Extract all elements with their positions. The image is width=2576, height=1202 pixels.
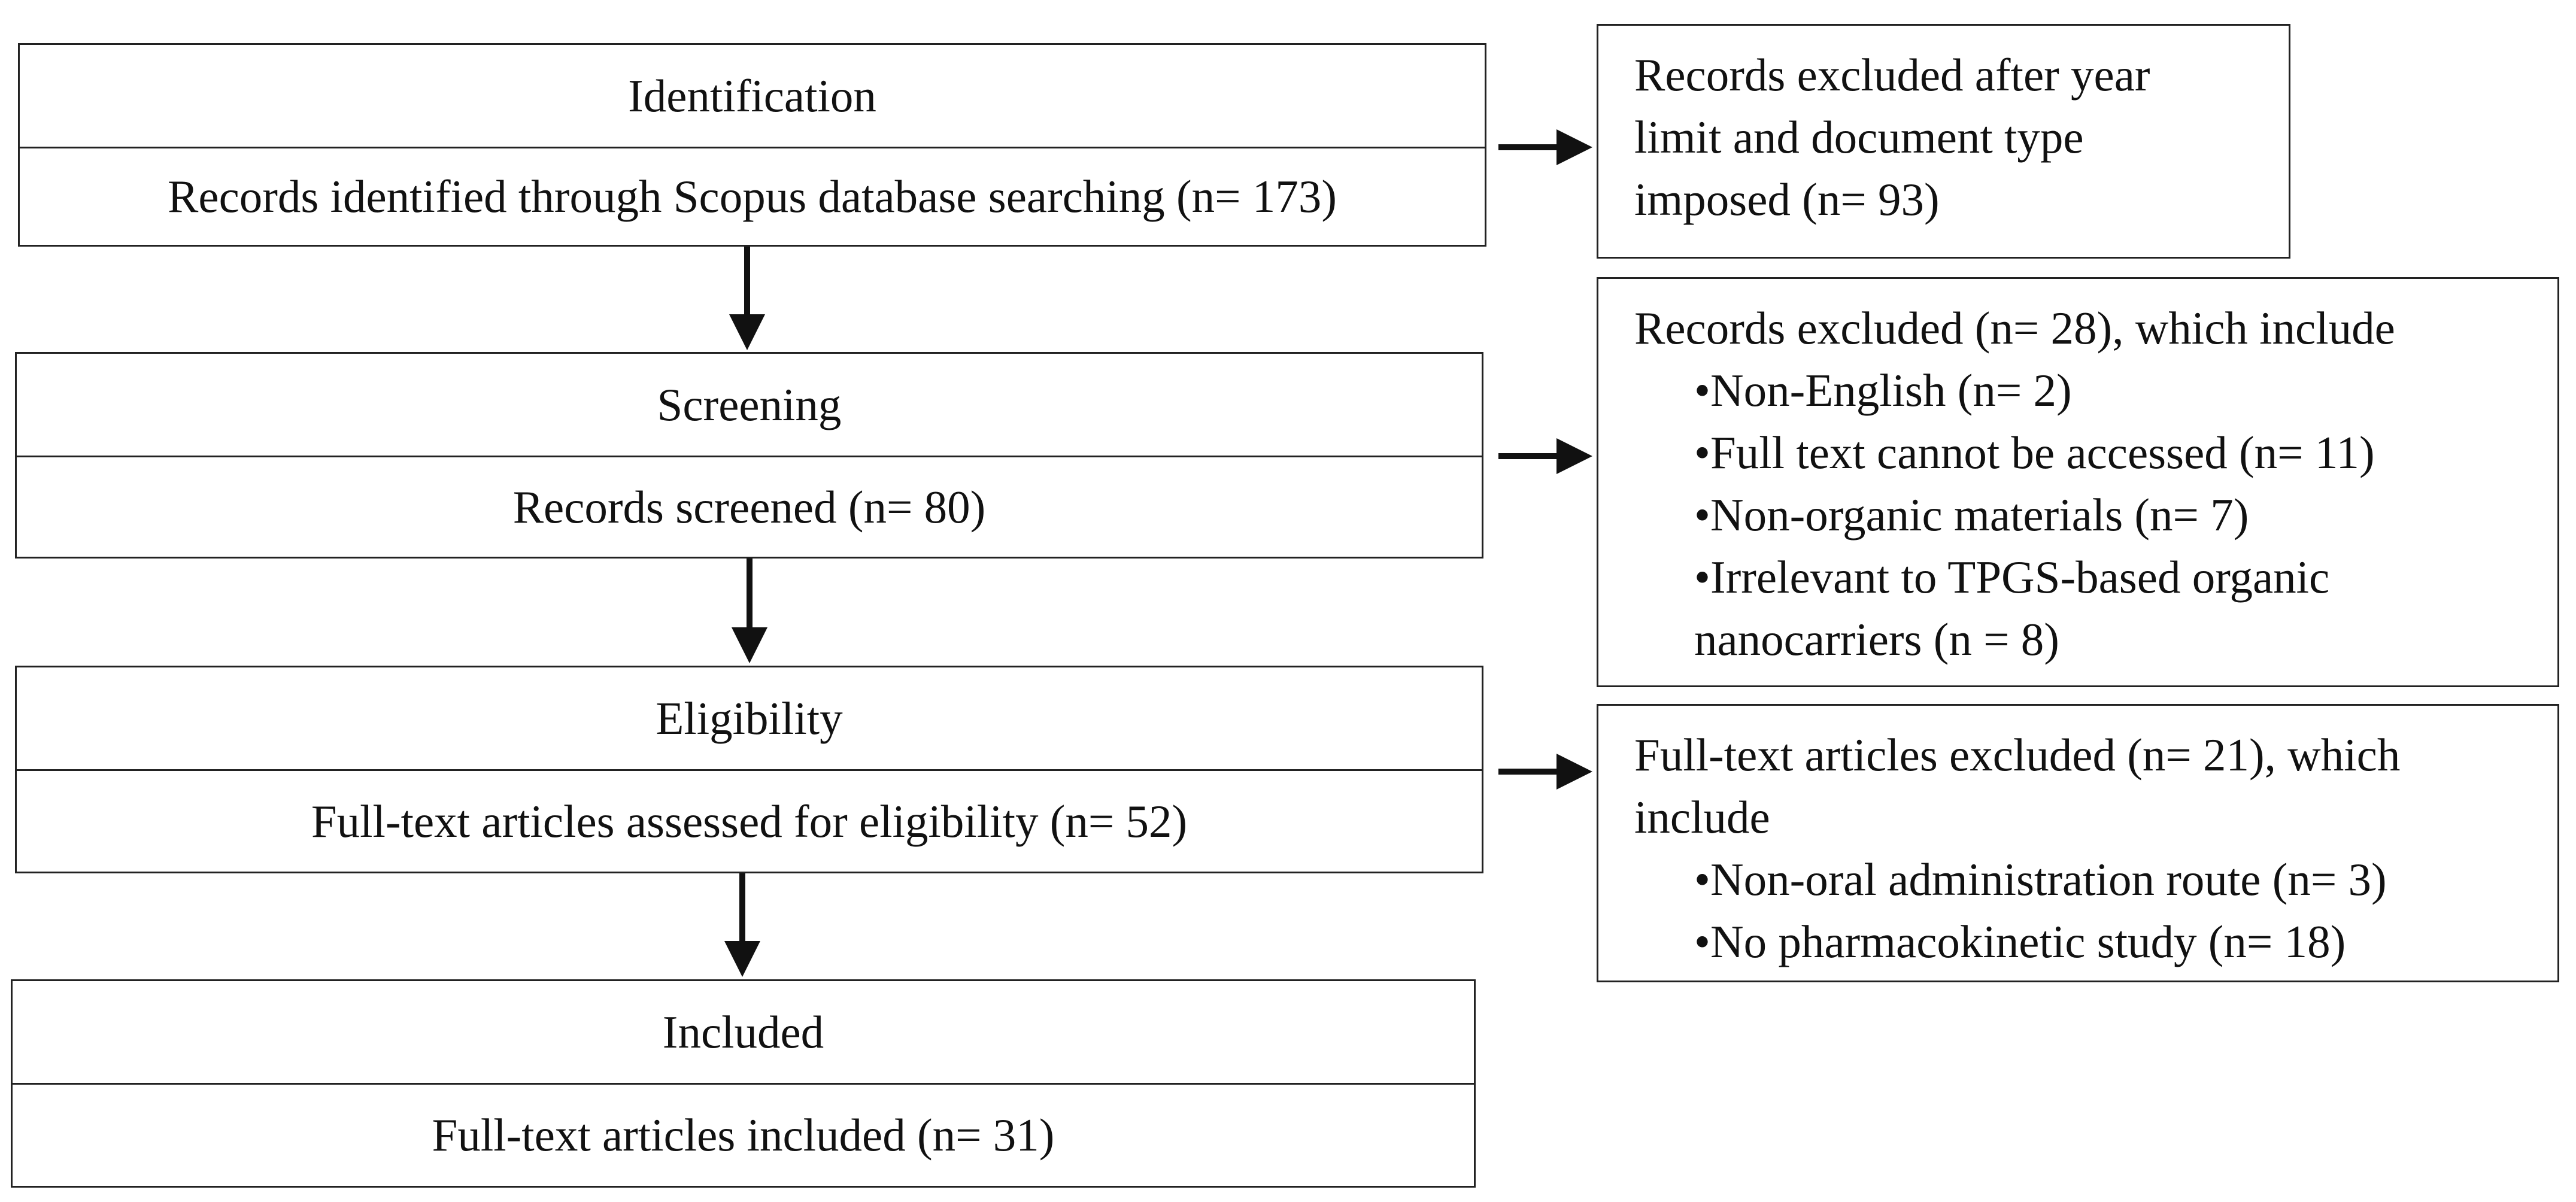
- screening-body: Records screened (n= 80): [17, 456, 1482, 557]
- exclusion-text-line: Full-text articles excluded (n= 21), whi…: [1634, 729, 2401, 781]
- eligibility-title: Eligibility: [656, 692, 843, 744]
- included-box: Included Full-text articles included (n=…: [11, 979, 1476, 1188]
- identification-title: Identification: [628, 69, 876, 122]
- exclusion-bullet: •No pharmacokinetic study (n= 18): [1694, 916, 2346, 967]
- exclusion-box-eligibility: Full-text articles excluded (n= 21), whi…: [1597, 704, 2559, 982]
- identification-box: Identification Records identified throug…: [18, 43, 1486, 247]
- exclusion-bullet-continuation: nanocarriers (n = 8): [1694, 614, 2059, 665]
- exclusion-text-line: include: [1634, 791, 1770, 843]
- exclusion-bullet: •Full text cannot be accessed (n= 11): [1694, 427, 2375, 478]
- exclusion-text-line: Records excluded after year: [1634, 49, 2150, 101]
- exclusion-text-line: Records excluded (n= 28), which include: [1634, 302, 2395, 354]
- eligibility-box: Eligibility Full-text articles assessed …: [15, 666, 1483, 873]
- exclusion-bullet: •Non-oral administration route (n= 3): [1694, 854, 2387, 905]
- exclusion-bullet: •Irrelevant to TPGS-based organic: [1694, 551, 2330, 603]
- eligibility-body: Full-text articles assessed for eligibil…: [17, 769, 1482, 872]
- identification-body: Records identified through Scopus databa…: [20, 147, 1485, 245]
- exclusion-box-year-limit: Records excluded after year limit and do…: [1597, 24, 2290, 259]
- exclusion-text-line: imposed (n= 93): [1634, 174, 1940, 225]
- included-title: Included: [662, 1006, 824, 1058]
- exclusion-bullet: •Non-organic materials (n= 7): [1694, 489, 2249, 541]
- screening-title: Screening: [657, 378, 842, 430]
- included-body: Full-text articles included (n= 31): [13, 1083, 1474, 1186]
- exclusion-bullet: •Non-English (n= 2): [1694, 365, 2072, 416]
- exclusion-text-line: limit and document type: [1634, 111, 2084, 163]
- screening-box: Screening Records screened (n= 80): [15, 352, 1483, 558]
- exclusion-box-screening: Records excluded (n= 28), which include …: [1597, 277, 2559, 687]
